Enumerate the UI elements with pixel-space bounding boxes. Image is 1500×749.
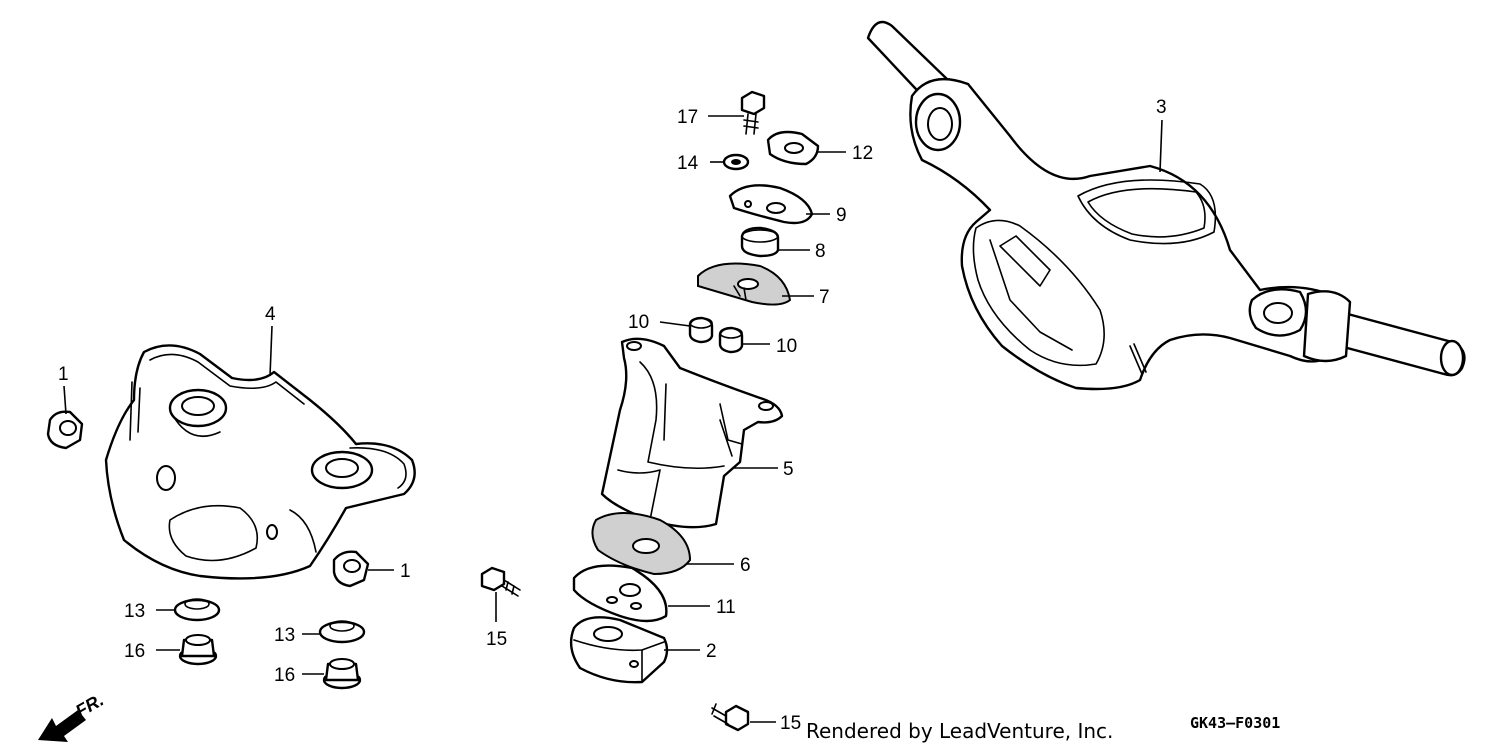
part-17-bolt[interactable]: [740, 90, 766, 135]
render-credit: Rendered by LeadVenture, Inc.: [806, 719, 1113, 743]
part-6-rubber-damper[interactable]: [591, 512, 692, 576]
part-5-mounting-bracket[interactable]: [600, 337, 784, 529]
callout-10-left: 10: [628, 312, 649, 333]
part-13-grommet-right[interactable]: [318, 620, 366, 644]
callout-12: 12: [852, 143, 873, 164]
callout-1-upper: 1: [58, 364, 69, 385]
callout-15-bottom: 15: [780, 713, 801, 734]
callout-1-lower: 1: [400, 561, 411, 582]
callout-14: 14: [677, 153, 699, 174]
diagram-code: GK43–F0301: [1190, 714, 1280, 732]
callout-13-left: 13: [124, 601, 145, 622]
part-9-plate[interactable]: [728, 184, 814, 225]
part-15-bolt-bottom[interactable]: [711, 703, 750, 732]
callout-labels: 17 12 14 9 8 7 10 10 3 4 1 1 5 6 11 2 13…: [58, 97, 1167, 734]
part-11-plate[interactable]: [572, 564, 668, 623]
part-15-bolt-center[interactable]: [480, 566, 521, 597]
part-7-rubber-washer[interactable]: [697, 262, 792, 306]
callout-7: 7: [819, 287, 830, 308]
part-8-collar[interactable]: [740, 226, 780, 258]
callout-8: 8: [815, 241, 826, 262]
callout-16-left: 16: [124, 641, 145, 662]
callout-9: 9: [836, 205, 847, 226]
leader-lines: [63, 115, 1163, 723]
part-3-handlebar-upper-cover[interactable]: [866, 20, 1466, 391]
callout-16-right: 16: [274, 665, 295, 686]
part-13-grommet-left[interactable]: [173, 598, 221, 622]
part-2-base-block[interactable]: [569, 616, 669, 684]
callout-2: 2: [706, 641, 717, 662]
callout-10-right: 10: [776, 336, 797, 357]
callout-5: 5: [783, 459, 794, 480]
callout-3: 3: [1156, 97, 1167, 118]
callout-4: 4: [265, 304, 276, 325]
part-1-nut-lower[interactable]: [332, 550, 370, 588]
front-direction-arrow-icon: FR.: [38, 690, 107, 742]
part-12-nut[interactable]: [766, 130, 820, 166]
callout-17: 17: [677, 107, 698, 128]
part-16-flange-nut-left[interactable]: [178, 634, 218, 666]
callout-15-center: 15: [486, 629, 507, 650]
part-10-collar-left[interactable]: [688, 316, 714, 344]
part-16-flange-nut-right[interactable]: [322, 658, 362, 690]
part-10-collar-right[interactable]: [718, 326, 744, 354]
callout-13-right: 13: [274, 625, 295, 646]
callout-11: 11: [716, 597, 736, 618]
callout-6: 6: [740, 555, 751, 576]
part-4-handlebar-front-cover[interactable]: [104, 344, 416, 580]
part-1-nut-upper[interactable]: [46, 410, 84, 450]
part-14-lock-washer[interactable]: [722, 153, 750, 171]
